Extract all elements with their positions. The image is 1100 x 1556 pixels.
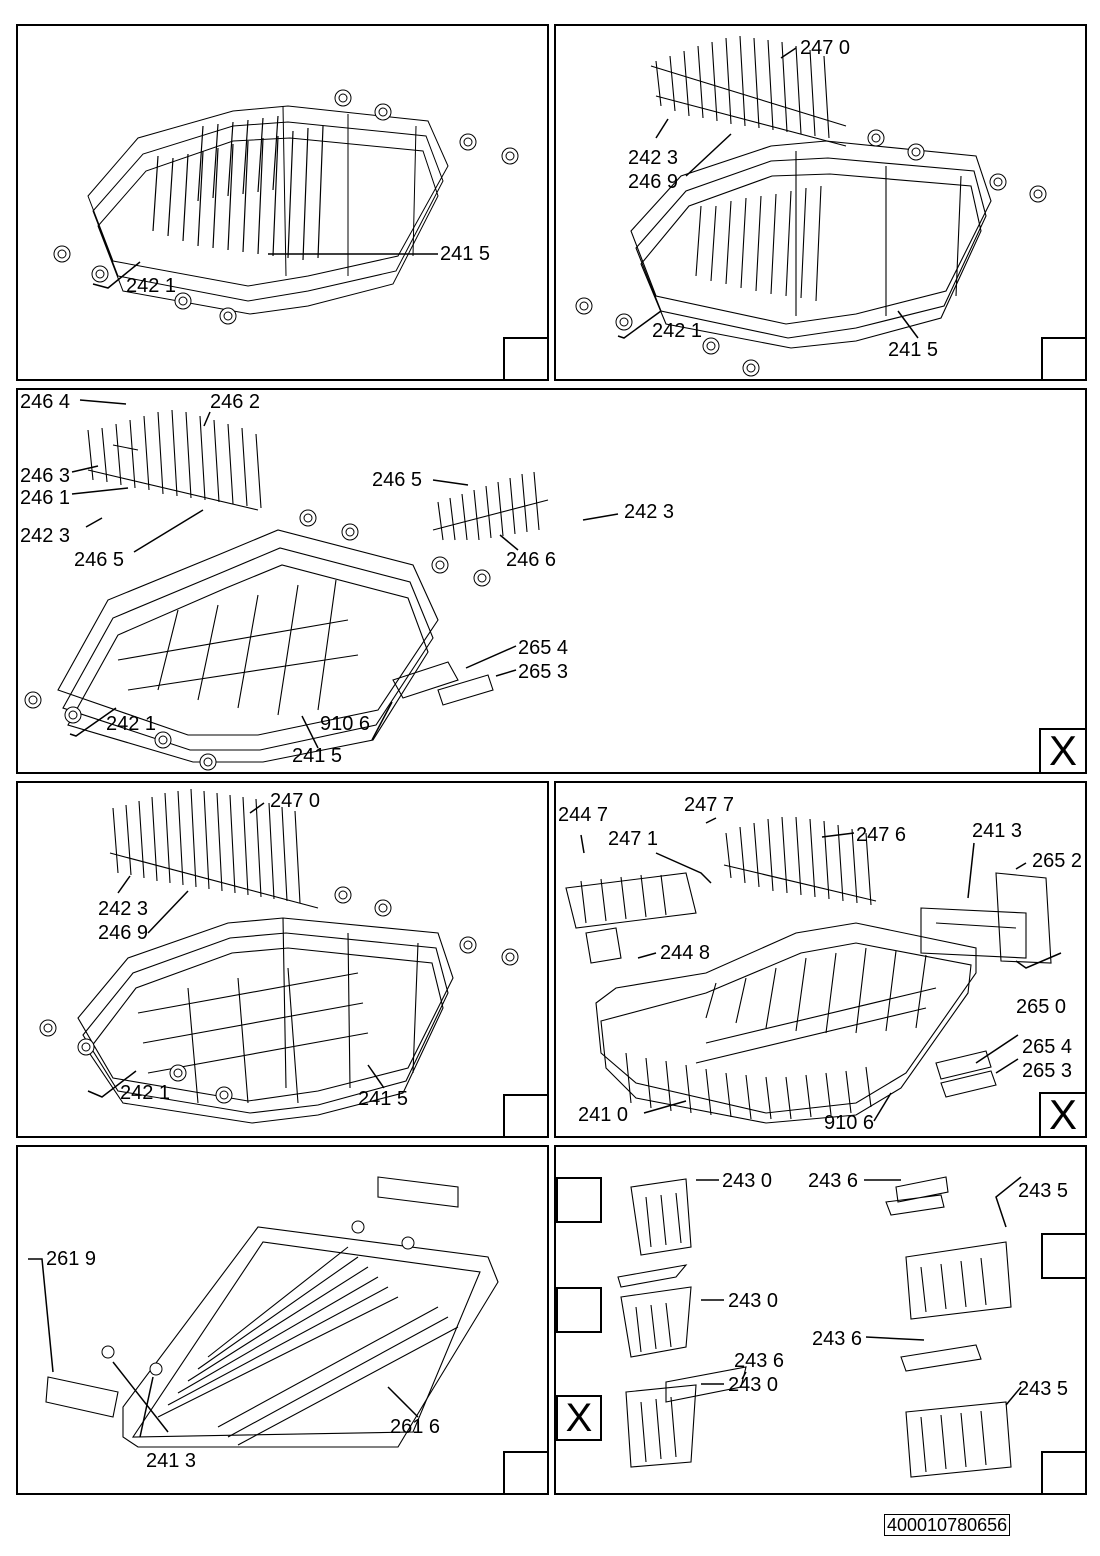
panel-lower-basket: 247 7 244 7 247 6 247 1 241 3 265 2 244 … [554,781,1087,1138]
callout-label: 265 0 [1016,996,1067,1018]
callout-label: 241 5 [358,1088,409,1110]
x-marker-box: X [1039,728,1087,774]
panel-upper-basket-rails: 241 5 242 1 [16,24,549,381]
empty-square-box [556,1177,602,1223]
document-id: 400010780656 [884,1514,1011,1536]
basket-illustration [575,35,1047,377]
callout-label: 243 6 [812,1328,863,1350]
basket-illustration [39,788,519,1124]
panel-cutlery-tray: 261 9 261 6 241 3 [16,1145,549,1495]
callout-label: 242 3 [628,147,679,169]
panel-upper-basket-plate-rack-2: 247 0 242 3 246 9 242 1 241 5 [16,781,549,1138]
callout-label: 243 5 [1018,1180,1069,1202]
callout-label: 246 9 [98,922,149,944]
callout-label: 246 3 [20,465,71,487]
callout-label: 247 0 [800,37,851,59]
empty-corner-box [1041,1451,1087,1495]
callout-label: 265 4 [1022,1036,1073,1058]
empty-corner-box [503,337,549,381]
callout-label: 265 3 [1022,1060,1073,1082]
callout-label: 242 3 [20,525,71,547]
callout-label: 247 6 [856,824,907,846]
empty-corner-box [503,1451,549,1495]
callout-label: 246 4 [20,391,71,413]
empty-square-box [1041,1233,1087,1279]
callout-label: 244 8 [660,942,711,964]
callout-label: 246 5 [372,469,423,491]
x-marker-box: X [1039,1092,1087,1138]
empty-corner-box [1041,337,1087,381]
empty-corner-box [503,1094,549,1138]
callout-label: 242 3 [98,898,149,920]
empty-square-box [556,1287,602,1333]
callout-label: 246 5 [74,549,125,571]
callout-label: 241 3 [146,1450,197,1472]
callout-label: 247 1 [608,828,659,850]
callout-label: 261 9 [46,1248,97,1270]
panel-upper-basket-plate-rack: 247 0 242 3 246 9 242 1 241 5 [554,24,1087,381]
callout-label: 241 3 [972,820,1023,842]
callout-label: 242 3 [624,501,675,523]
callout-label: 242 1 [106,713,157,735]
callout-label: 242 1 [652,320,703,342]
basket-illustration [24,399,619,771]
callout-label: 265 2 [1032,850,1083,872]
basket-illustration [617,1176,1022,1478]
callout-label: 243 5 [1018,1378,1069,1400]
basket-illustration [53,89,519,325]
callout-label: 241 0 [578,1104,629,1126]
callout-label: 243 6 [808,1170,859,1192]
callout-label: 265 3 [518,661,569,683]
callout-label: 243 0 [728,1290,779,1312]
callout-label: 910 6 [824,1112,875,1134]
callout-label: 241 5 [888,339,939,361]
callout-label: 241 5 [440,243,491,265]
basket-illustration [565,816,1062,1124]
panel-cutlery-baskets: X 243 0 243 6 243 5 243 0 243 6 243 6 24… [554,1145,1087,1495]
callout-label: 261 6 [390,1416,441,1438]
callout-label: 243 0 [728,1374,779,1396]
callout-label: 243 6 [734,1350,785,1372]
callout-label: 243 0 [722,1170,773,1192]
callout-label: 246 9 [628,171,679,193]
callout-label: 247 0 [270,790,321,812]
callout-label: 242 1 [126,275,177,297]
callout-label: 265 4 [518,637,569,659]
callout-label: 242 1 [120,1082,171,1104]
callout-label: 247 7 [684,794,735,816]
callout-label: 241 5 [292,745,343,767]
callout-label: 246 6 [506,549,557,571]
x-marker-box: X [556,1395,602,1441]
panel-upper-basket-foldable-racks: 246 4 246 2 246 3 246 1 242 3 246 5 246 … [16,388,1087,774]
tray-illustration [28,1176,499,1448]
callout-label: 244 7 [558,804,609,826]
callout-label: 246 1 [20,487,71,509]
callout-label: 910 6 [320,713,371,735]
callout-label: 246 2 [210,391,261,413]
